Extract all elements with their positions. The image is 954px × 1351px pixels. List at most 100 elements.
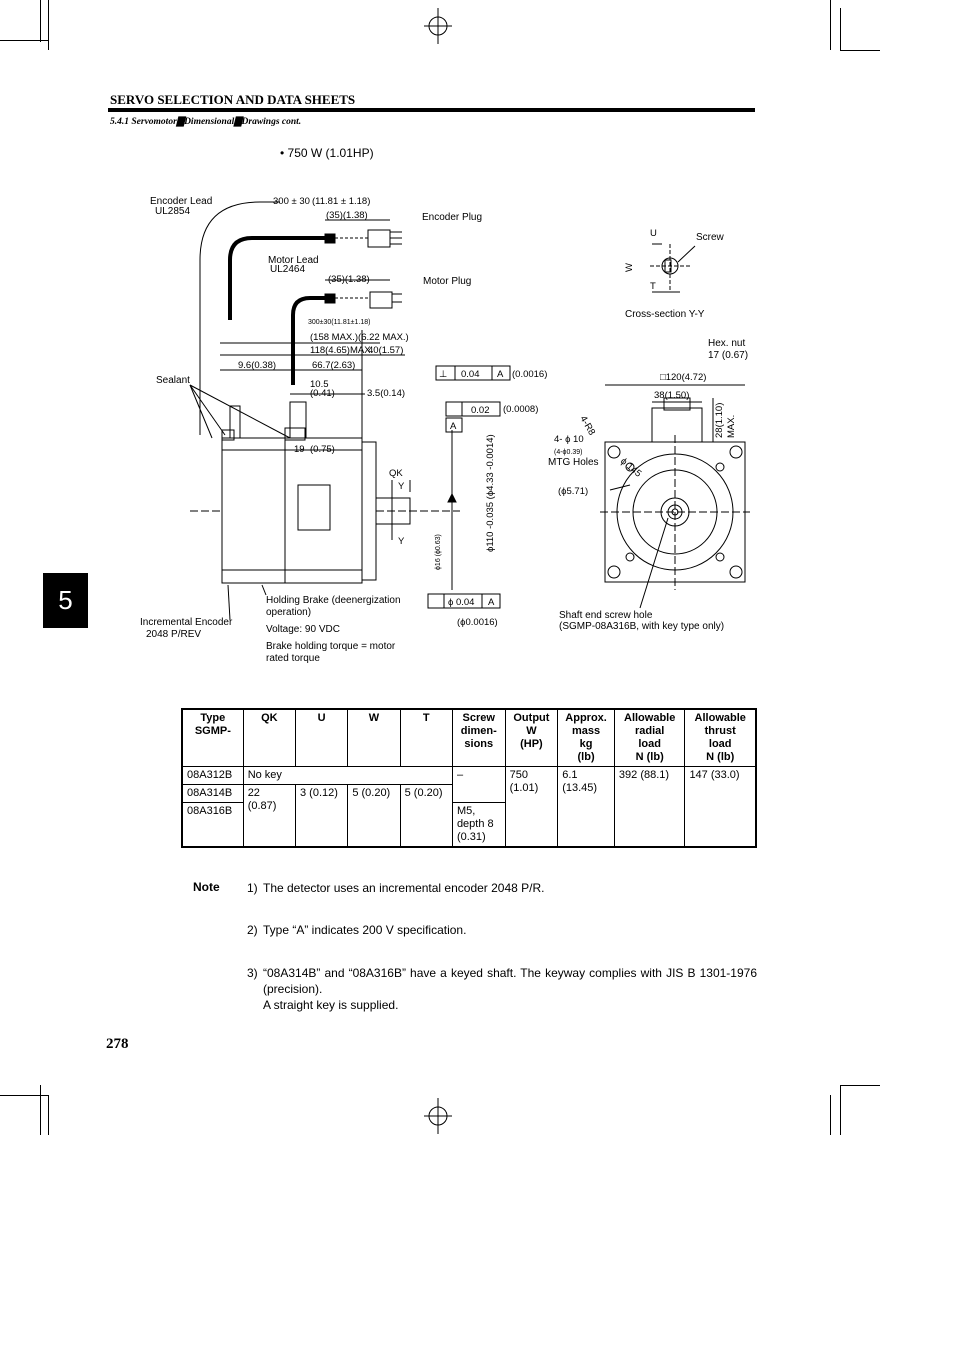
dimensional-drawing: Encoder Lead UL2854 Encoder Plug Motor L… [140,196,750,664]
holding-brake-label-2: operation) [266,607,311,618]
keyway-u: U [650,228,657,239]
motor-lead-ul-label: UL2464 [270,264,305,275]
encoder-plug-label: Encoder Plug [422,212,482,223]
col-t: T [399,708,453,767]
type-cell: 08A312B [181,766,244,785]
encoder-plug [367,229,391,248]
col-qk: QK [242,708,297,767]
shaft-diameter-dim: ϕ16 (ϕ0.63) [435,534,442,570]
motor-connector [289,401,307,439]
note-3: 3) “08A314B” and “08A316B” have a keyed … [247,966,757,1012]
subsection-title: 5.4.1 Servomotor▇Dimensional▇Drawings co… [110,117,302,127]
no-key-cell: No key [242,766,453,785]
header-rule [108,108,755,112]
holding-brake-label: Holding Brake (deenergization [266,595,401,606]
motor-plug [369,291,393,309]
table-row: 08A312B No key – 750 (1.01) 6.1 (13.45) … [181,766,757,848]
sealant-label: Sealant [156,375,190,386]
output-cell: 750 (1.01) [504,766,559,848]
length-40-dim: 40(1.57) [368,345,403,356]
crop-mark [40,0,41,42]
lead-length-dim-in: (11.81 ± 1.18) [312,196,370,207]
crop-mark [830,0,831,50]
mtg-hole-dim-in: (4-ϕ0.39) [554,449,582,456]
crop-mark [0,1095,48,1096]
note-1: 1)The detector uses an incremental encod… [247,881,545,895]
perpendicularity-symbol: ⊥ [439,369,447,380]
motor-flange [361,441,377,581]
t-cell: 5 (0.20) [399,784,453,848]
cross-section-label: Cross-section Y-Y [625,309,705,320]
motor-body [221,437,363,584]
u-cell: 3 (0.12) [294,784,349,848]
length-19-dim: 19 [294,444,305,455]
section-title: SERVO SELECTION AND DATA SHEETS [110,92,356,107]
crop-mark [40,1085,41,1135]
crop-mark [840,1085,880,1086]
registration-mark [424,8,452,44]
runout-in: (0.0008) [503,404,538,415]
type-cell: 08A316B [181,802,244,848]
encoder-lead-label: Encoder Lead [150,196,212,207]
encoder-connector [229,405,241,439]
length-19-in-dim: (0.75) [310,444,335,455]
perpendicularity-in: (0.0016) [512,369,547,380]
keyway-t: T [650,281,656,292]
screw-cell: – [451,766,506,803]
crop-mark [48,1095,49,1135]
crop-mark [840,50,880,51]
length-667-dim: 66.7(2.63) [312,360,355,371]
length-105-in-dim: (0.41) [310,388,335,399]
radial-load-cell: 392 (88.1) [613,766,686,848]
motor-plug-body [324,293,336,304]
concentricity-in: (ϕ0.0016) [457,617,498,628]
encoder-plug-dim: (35)(1.38) [326,210,368,221]
mtg-holes-label: MTG Holes [548,457,599,468]
motor-lead-label: Motor Lead [268,255,319,266]
length-96-dim: 9.6(0.38) [238,360,276,371]
hex-height-max: MAX. [726,415,737,438]
pitch-circle-in-dim: (ϕ5.71) [558,486,588,497]
table-row: 08A316B M5, depth 8 (0.31) [181,802,756,848]
shaft-end-label-2: (SGMP-08A316B, with key type only) [559,621,724,632]
pitch-circle-dim: ϕ 145 [618,456,643,480]
motor-lead-length-dim: 300±30(11.81±1.18) [308,319,370,326]
brake-torque-label-2: rated torque [266,653,320,664]
section-y-top: Y [398,481,405,492]
concentricity-ref: A [488,597,495,608]
length-105-dim: 10.5 [310,379,329,390]
w-cell: 5 (0.20) [347,784,401,848]
flange-square-dim: □120(4.72) [660,372,706,383]
perpendicularity-ref: A [497,369,504,380]
incremental-encoder-label: Incremental Encoder [140,617,233,628]
shaft-end-label: Shaft end screw hole [559,610,653,621]
encoder-rev-label: 2048 P/REV [146,629,201,640]
brake-torque-label: Brake holding torque = motor [266,641,396,652]
crop-mark [0,40,48,41]
encoder-lead-cable [228,236,325,320]
crop-mark [840,1085,841,1135]
length-35-dim: 3.5(0.14) [367,388,405,399]
col-u: U [294,708,349,767]
hex-nut-label: Hex. nut [708,338,745,349]
note-label: Note [193,880,220,894]
encoder-lead-ul-label: UL2854 [155,206,190,217]
qk-cell: 22 (0.87) [242,784,297,848]
motor-plug-dim: (35)(1.38) [328,274,370,285]
table-row: 08A314B 22 (0.87) 3 (0.12) 5 (0.20) 5 (0… [181,784,756,848]
lead-length-dim: 300 ± 30 [273,196,310,207]
hex-height-dim: 28(1.10) [714,403,725,438]
crop-mark [840,8,841,50]
section-y-bottom: Y [398,536,405,547]
type-cell: 08A314B [181,784,244,803]
qk-dim: QK [389,468,403,479]
screw-cell: M5, depth 8 (0.31) [451,802,506,848]
page-number: 278 [106,1036,129,1052]
perpendicularity-tol: 0.04 [461,369,480,380]
motor-lead-cable [291,296,325,385]
